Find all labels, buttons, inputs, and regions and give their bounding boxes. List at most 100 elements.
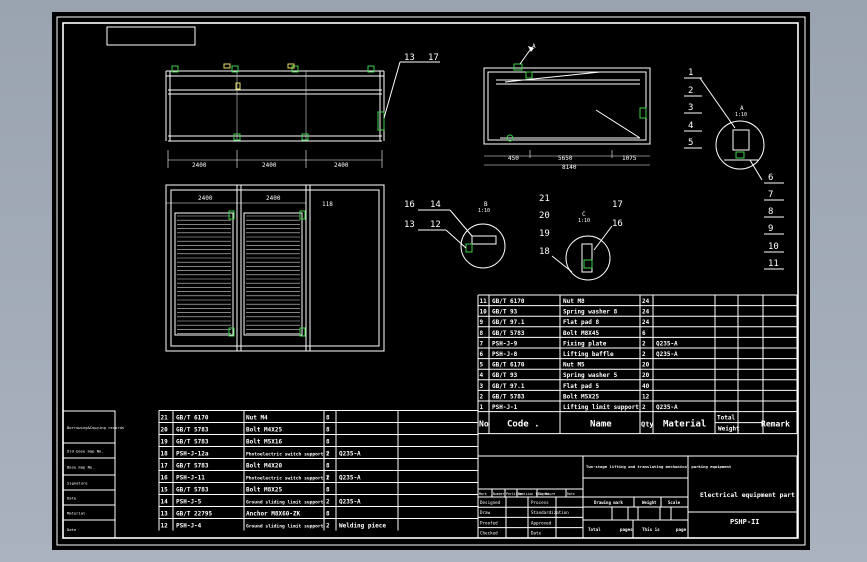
bom-cell-name: Spring washer 5 — [563, 372, 618, 379]
bom-header-total: Total — [717, 415, 735, 422]
left-strip-text: Borrowing&Copying records — [67, 425, 124, 430]
part-name: Electrical equipment part — [700, 491, 795, 499]
bom-cell-name: Bolt M8X25 — [246, 487, 283, 494]
bom-cell-qty: 8 — [326, 487, 330, 494]
bom-cell-code: GB/T 5783 — [176, 427, 209, 434]
callout-11: 11 — [768, 259, 779, 269]
front-view — [165, 61, 440, 168]
bom-cell-name: Bolt M5X25 — [563, 393, 600, 400]
callout-6: 6 — [768, 173, 773, 183]
bom-cell-name: Nut M5 — [563, 362, 585, 369]
bom-cell-name: Flat pad 8 — [563, 319, 600, 326]
weight-label: Weight — [642, 500, 657, 505]
bom-cell-name: Lifting baffle — [563, 351, 614, 358]
bom-cell-name: Ground sliding limit support — [246, 524, 324, 530]
drawing-title: Two-stage lifting and translating mechan… — [586, 464, 732, 469]
this-is-label: This is — [642, 527, 660, 532]
bom-cell-name: Nut M4 — [246, 415, 268, 422]
page-label: page — [676, 527, 687, 532]
bom-header-code: Code . — [507, 420, 540, 430]
mark-row-text: Signature — [538, 492, 555, 496]
side-total: 8140 — [562, 164, 577, 171]
bom-cell-qty: 20 — [642, 362, 650, 369]
bom-cell-no: 15 — [161, 487, 169, 494]
bom-cell-code: GB/T 5783 — [492, 330, 525, 337]
bom-cell-code: PSH-J-1 — [492, 404, 518, 411]
bom-cell-code: GB/T 5783 — [492, 393, 525, 400]
callout-10: 10 — [768, 242, 779, 252]
callout-4: 4 — [688, 121, 693, 131]
bom-cell-code: GB/T 5783 — [176, 487, 209, 494]
bom-cell-material: Q235-A — [339, 451, 361, 458]
bom-cell-name: Nut M8 — [563, 298, 585, 305]
bom-cell-name: Bolt M8X45 — [563, 330, 600, 337]
bom-cell-code: PSH-J-11 — [176, 475, 205, 482]
callout-3: 3 — [688, 103, 693, 113]
detail-b — [418, 209, 506, 269]
bom-header-no: No — [479, 420, 489, 429]
bom-cell-qty: 2 — [326, 475, 330, 482]
top-left-box — [106, 26, 196, 46]
bom-cell-code: GB/T 22795 — [176, 511, 213, 518]
bom-cell-no: 20 — [161, 427, 169, 434]
bom-header-qty: Qty — [641, 421, 654, 429]
bom-cell-qty: 8 — [326, 439, 330, 446]
bom-cell-code: PSH-J-5 — [176, 499, 202, 506]
bom-cell-qty: 2 — [642, 404, 646, 411]
total-label: Total — [588, 527, 601, 532]
bom-cell-no: 4 — [480, 372, 484, 379]
side-dim-1: 450 — [508, 155, 519, 162]
sign-role: Draw — [480, 510, 491, 515]
side-dim-2: 5650 — [558, 155, 573, 162]
bom-cell-code: GB/T 93 — [492, 309, 518, 316]
bom-cell-no: 6 — [480, 351, 484, 358]
bom-cell-qty: 24 — [642, 319, 650, 326]
detail-a — [699, 77, 765, 181]
sign-role: Approved — [531, 520, 552, 525]
bom-cell-no: 2 — [480, 393, 484, 400]
left-strip-text: Material — [67, 511, 85, 516]
bom-cell-qty: 2 — [642, 340, 646, 347]
sign-role: Proofed — [480, 520, 498, 525]
bom-cell-no: 17 — [161, 463, 169, 470]
bom-cell-no: 14 — [161, 499, 169, 506]
bom-cell-name: Fixing plate — [563, 340, 607, 347]
detail-c-label: C — [582, 211, 586, 218]
detail-c-callout-20: 20 — [539, 211, 550, 221]
side-dim-3: 1075 — [622, 155, 637, 162]
mark-row-text: Partition — [506, 492, 523, 496]
bom-cell-no: 21 — [161, 415, 169, 422]
plan-dim-1: 2400 — [198, 195, 213, 202]
bom-cell-qty: 24 — [642, 309, 650, 316]
detail-c-callout-18: 18 — [539, 247, 550, 257]
bom-header-name: Name — [590, 420, 612, 430]
left-strip-text: Old base map No. — [67, 449, 104, 454]
callout-8: 8 — [768, 207, 773, 217]
detail-a-label: A — [740, 105, 744, 112]
bom-cell-qty: 40 — [642, 383, 650, 390]
drawing-sheet — [52, 12, 810, 550]
sign-role: Standardization — [531, 510, 569, 515]
left-strip-text: Signature — [67, 481, 88, 486]
bom-cell-code: GB/T 6170 — [492, 362, 525, 369]
drawing-mark-label: Drawing mark — [594, 500, 623, 505]
mark-row-text: Date — [567, 492, 575, 496]
sign-role: Designed — [480, 500, 501, 505]
front-dim-3: 2400 — [334, 162, 349, 169]
callout-17: 17 — [428, 53, 439, 63]
callout-2: 2 — [688, 86, 693, 96]
callout-13: 13 — [404, 53, 415, 63]
detail-c-callout-19: 19 — [539, 229, 550, 239]
bom-cell-code: GB/T 6170 — [492, 298, 525, 305]
bom-cell-qty: 20 — [642, 372, 650, 379]
bom-cell-material: Q235-A — [656, 404, 678, 411]
plan-dim-2: 2400 — [266, 195, 281, 202]
bom-cell-no: 3 — [480, 383, 484, 390]
side-label-a: A — [532, 43, 536, 50]
bom-cell-code: GB/T 93 — [492, 372, 518, 379]
detail-c-callout-21: 21 — [539, 194, 550, 204]
bom-cell-no: 9 — [480, 319, 484, 326]
